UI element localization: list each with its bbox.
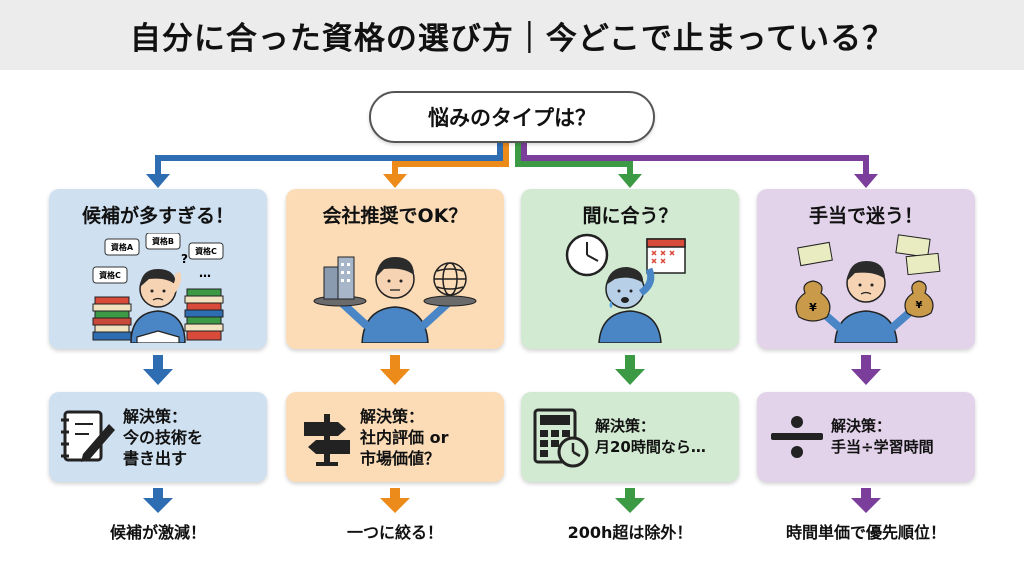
bubble-label: 資格C [195,246,217,256]
notebook-pen-icon [61,410,115,462]
solution-text: 解決策： 手当÷学習時間 [831,417,934,456]
divide-icon [771,416,823,458]
result-text: 候補が激減！ [109,523,206,542]
bubble-label: … [199,266,211,280]
solution-box: 解決策： 月20時間なら… [521,392,739,482]
bubble-label: ? [181,252,188,266]
confused-person-books-illustration: 資格A 資格B 資格C 資格C ? … [92,233,224,343]
branch-title: 候補が多すぎる！ [81,205,234,227]
branch-card-too-many-options: 候補が多すぎる！ 資格A 資格B 資格C 資格C ? … [49,189,267,349]
result-text: 一つに絞る！ [346,523,443,542]
solution-text: 解決策： 今の技術を 書き出す [123,407,204,468]
bubble-label: 資格B [152,236,174,246]
down-arrow-purple-1 [851,355,881,385]
solution-box: 解決策： 手当÷学習時間 [757,392,975,482]
arrowhead-green [618,174,642,188]
branch-title: 間に合う？ [582,205,678,227]
branch-title: 手当で迷う！ [808,205,923,227]
arrowhead-blue [146,174,170,188]
signpost-icon [304,414,350,466]
tray-right [423,295,477,307]
solution-box: 解決策： 社内評価 or 市場価値？ [286,392,504,482]
connector-blue [155,143,503,176]
calculator-clock-icon [533,408,589,468]
person-balance-scale-illustration [313,256,477,343]
building-icon [323,256,355,300]
money-bag-icon: ¥ [795,280,831,322]
solution-text: 解決策： 社内評価 or 市場価値？ [360,407,449,468]
globe-icon [433,262,467,296]
speech-bubble: 資格A 資格B 資格C 資格C ? … [92,233,224,284]
arrowhead-orange [383,174,407,188]
open-book-icon [136,330,180,343]
connector-orange [392,143,509,176]
down-arrow-orange-2 [380,488,410,513]
result-text: 時間単価で優先順位！ [785,523,946,542]
arrowhead-purple [854,174,878,188]
svg-text:¥: ¥ [809,301,817,314]
branch-card-company-recommended: 会社推奨でOK？ [286,189,504,349]
clock-icon [565,233,609,277]
bubble-label: 資格A [111,242,134,252]
down-arrow-blue-1 [143,355,173,385]
down-arrow-purple-2 [851,488,881,513]
book-stack-icon [92,296,132,341]
person-icon [338,257,452,343]
calendar-icon [646,238,686,274]
root-question: 悩みのタイプは？ [369,91,655,143]
branch-title: 会社推奨でOK？ [322,205,468,227]
book-stack-icon [184,288,224,341]
person-money-bags-illustration: ¥ ¥ [795,234,941,343]
svg-text:¥: ¥ [916,300,923,311]
page-title: 自分に合った資格の選び方｜今どこで止まっている？ [129,20,895,57]
down-arrow-green-2 [615,488,645,513]
person-icon [598,267,662,343]
down-arrow-orange-1 [380,355,410,385]
result-text: 200h超は除外！ [567,523,693,542]
branch-card-allowance-confusion: 手当で迷う！ ¥ ¥ [757,189,975,349]
solution-text: 解決策： 月20時間なら… [595,417,706,456]
down-arrow-blue-2 [143,488,173,513]
connector-green [515,143,633,176]
person-icon [819,261,913,343]
money-bag-icon: ¥ [904,280,934,318]
bubble-label: 資格C [99,270,121,280]
banknote-icon [797,234,941,276]
solution-box: 解決策： 今の技術を 書き出す [49,392,267,482]
down-arrow-green-1 [615,355,645,385]
branch-card-time-enough: 間に合う？ [521,189,739,349]
stressed-person-clock-calendar-illustration [565,233,686,343]
title-bar: 自分に合った資格の選び方｜今どこで止まっている？ [0,0,1024,70]
connector-purple [521,143,869,176]
